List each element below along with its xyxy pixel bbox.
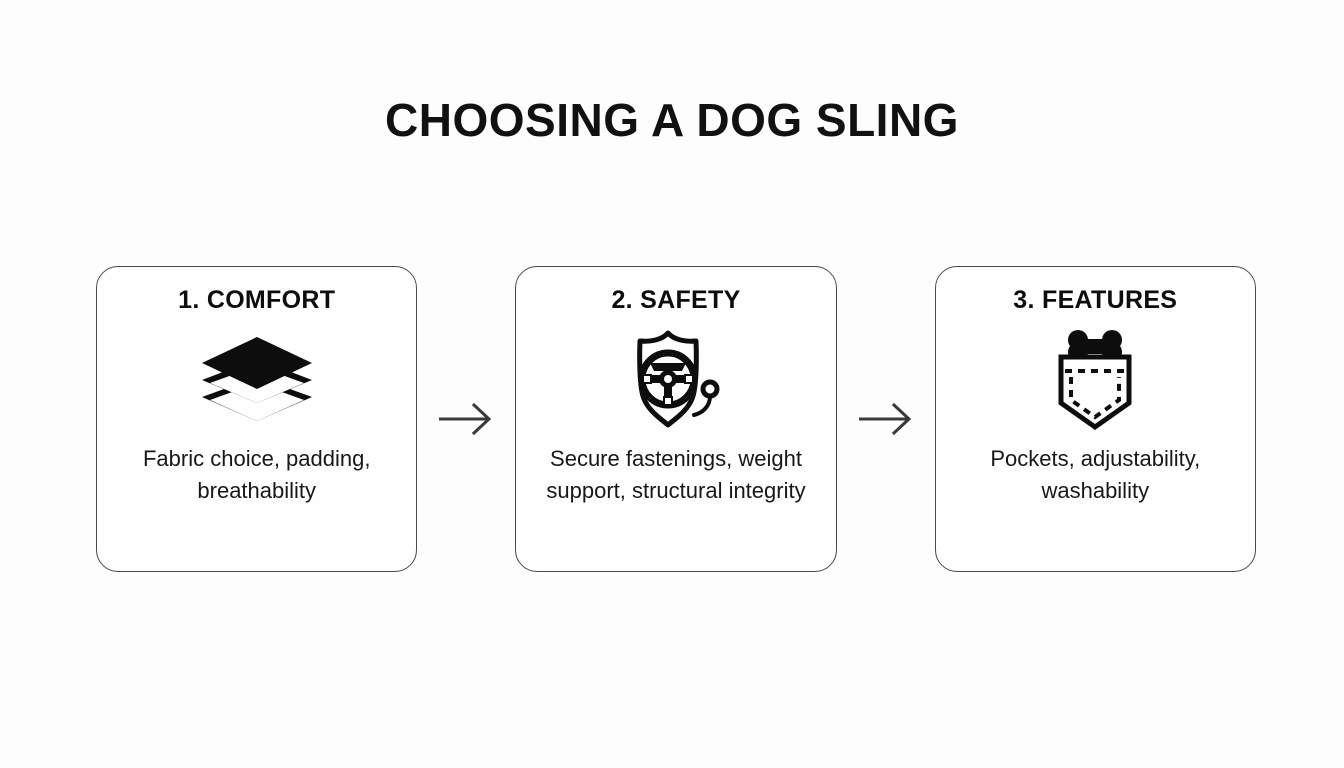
arrow-safety-to-features	[837, 266, 935, 572]
pocket-bone-icon	[1047, 330, 1143, 431]
step-card-comfort-heading: 1. COMFORT	[178, 286, 336, 314]
step-card-features-heading: 3. FEATURES	[1013, 286, 1178, 314]
shield-harness-icon	[624, 330, 728, 428]
page-title: CHOOSING A DOG SLING	[385, 94, 959, 146]
arrow-comfort-to-safety	[417, 266, 515, 572]
step-card-features[interactable]: 3. FEATURES	[934, 266, 1257, 572]
steps-row: 1. COMFORT Fabric choice, padding, breat…	[96, 266, 1257, 572]
step-card-safety-heading: 2. SAFETY	[611, 286, 741, 314]
step-card-safety-body: Secure fastenings, weight support, struc…	[546, 446, 806, 503]
step-card-comfort-body: Fabric choice, padding, breathability	[142, 446, 371, 503]
step-card-features-body: Pockets, adjustability, washability	[990, 446, 1201, 503]
step-card-comfort[interactable]: 1. COMFORT Fabric choice, padding, breat…	[96, 266, 418, 572]
step-card-safety[interactable]: 2. SAFETY	[515, 266, 837, 572]
layers-stack-icon	[198, 331, 316, 427]
